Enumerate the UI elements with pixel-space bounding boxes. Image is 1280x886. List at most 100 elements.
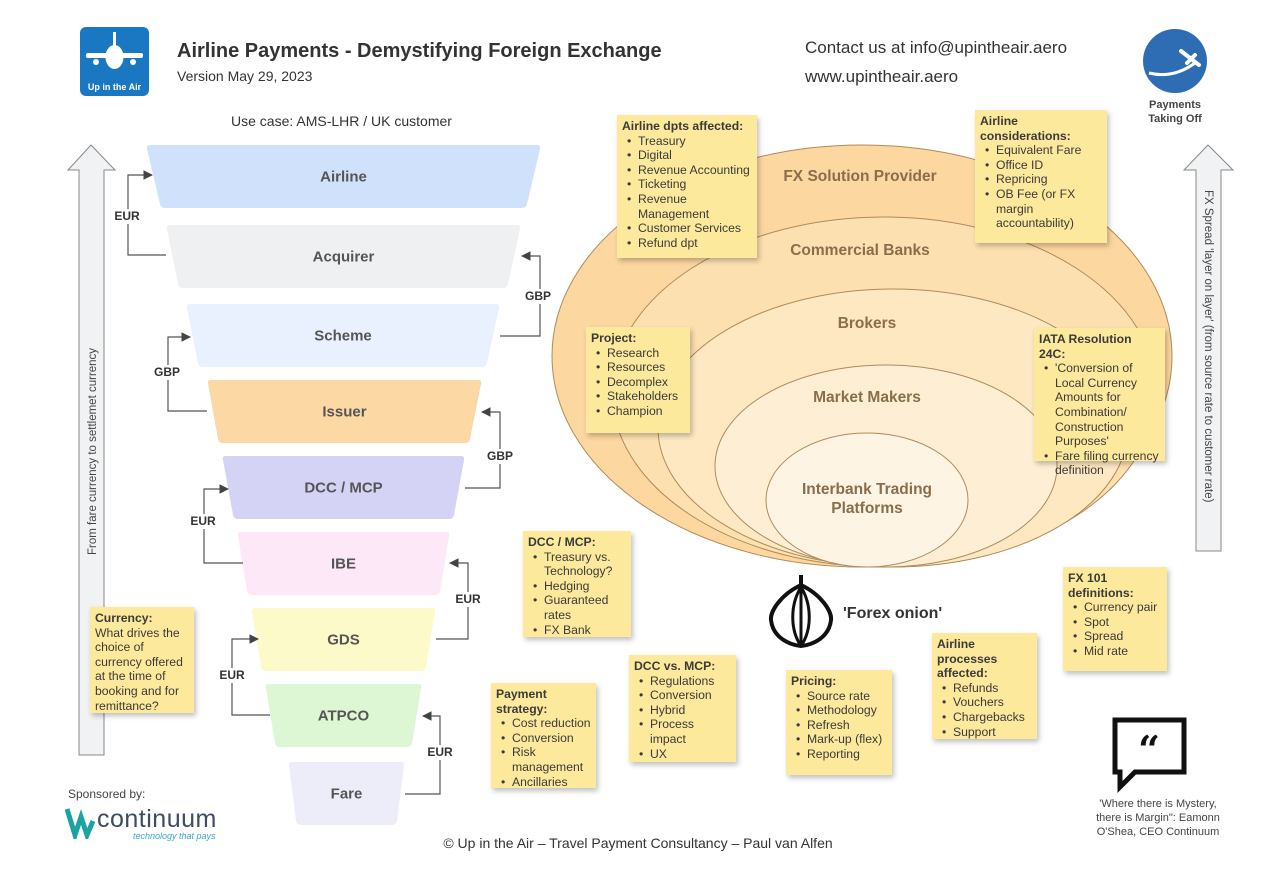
note-list-item: Office ID <box>980 158 1102 173</box>
note-list-item: Hedging <box>528 579 626 594</box>
note-list-item: Fare filing currency definition <box>1039 449 1160 478</box>
note-list-item: Repricing <box>980 172 1102 187</box>
sponsor-label: Sponsored by: <box>68 787 146 801</box>
funnel-label: GDS <box>327 632 360 649</box>
note-list-item: Guaranteed rates <box>528 593 626 622</box>
onion-layer-interbank-2: Platforms <box>831 500 903 517</box>
note-list-item: Revenue Management <box>622 192 752 221</box>
note-airline-dpts: Airline dpts affected:TreasuryDigitalRev… <box>617 115 757 258</box>
currency-label: GBP <box>154 365 180 379</box>
note-title: Airline processes affected: <box>937 637 998 681</box>
continuum-logo[interactable]: continuum technology that pays <box>65 805 225 845</box>
note-list-item: 'Conversion of Local Currency Amounts fo… <box>1039 361 1160 449</box>
note-airline-considerations: Airline considerations:Equivalent FareOf… <box>975 110 1107 243</box>
note-list-item: Resources <box>591 360 685 375</box>
funnel-shape <box>237 532 450 595</box>
currency-label: EUR <box>427 745 453 759</box>
note-list-item: Reporting <box>791 747 887 762</box>
note-list-item: Process impact <box>634 717 731 746</box>
note-list-item: Source rate <box>791 689 887 704</box>
funnel-stage-airline: Airline <box>146 145 541 208</box>
forex-onion <box>551 144 1173 568</box>
note-list-item: Vouchers <box>937 695 1032 710</box>
funnel-stage-issuer: Issuer <box>207 380 482 443</box>
note-list: RegulationsConversionHybridProcess impac… <box>634 674 731 762</box>
forex-onion-label: 'Forex onion' <box>843 605 942 622</box>
funnel-shape <box>222 456 465 519</box>
note-list-item: Equivalent Fare <box>980 143 1102 158</box>
left-arrow-label: From fare currency to settlemet currency <box>87 348 99 555</box>
note-title: IATA Resolution 24C: <box>1039 332 1132 361</box>
onion-layer-market-makers: Market Makers <box>813 389 921 406</box>
funnel-stage-ibe: IBE <box>237 532 450 595</box>
note-list: Cost reductionConversionRisk managementA… <box>496 716 591 789</box>
note-list-item: Refresh <box>791 718 887 733</box>
note-list-item: Revenue Accounting <box>622 163 752 178</box>
funnel-shape <box>288 762 405 825</box>
note-dcc-vs-mcp: DCC vs. MCP:RegulationsConversionHybridP… <box>629 655 736 762</box>
funnel-label: Fare <box>331 786 363 803</box>
note-list-item: Refunds <box>937 681 1032 696</box>
note-list: Source rateMethodologyRefreshMark-up (fl… <box>791 689 887 762</box>
note-list-item: Treasury <box>622 134 752 149</box>
onion-icon <box>768 575 834 649</box>
note-list-item: OB Fee (or FX margin accountability) <box>980 187 1102 231</box>
note-list-item: Conversion <box>496 731 591 746</box>
note-list-item: Stakeholders <box>591 389 685 404</box>
note-list-item: Chargebacks <box>937 710 1032 725</box>
note-list-item: Hybrid <box>634 703 731 718</box>
up-in-the-air-logo: Up in the Air <box>80 27 149 96</box>
svg-text:“: “ <box>1138 727 1160 772</box>
note-list-item: FX Bank <box>528 623 626 638</box>
use-case: Use case: AMS-LHR / UK customer <box>231 113 452 129</box>
page-title: Airline Payments - Demystifying Foreign … <box>177 40 662 62</box>
funnel-shape <box>265 684 422 747</box>
note-title: Project: <box>591 331 637 345</box>
funnel-stage-scheme: Scheme <box>186 304 500 367</box>
plane-takeoff-icon <box>1148 49 1201 77</box>
note-list-item: Support <box>937 725 1032 740</box>
currency-label: EUR <box>455 592 481 606</box>
funnel-stage-dcc-mcp: DCC / MCP <box>222 456 465 519</box>
note-list: Equivalent FareOffice IDRepricingOB Fee … <box>980 143 1102 231</box>
note-list-item: Spot <box>1068 615 1162 630</box>
note-list: 'Conversion of Local Currency Amounts fo… <box>1039 361 1160 478</box>
funnel-shape <box>186 304 500 367</box>
currency-label: EUR <box>114 209 140 223</box>
contact-email[interactable]: Contact us at info@upintheair.aero <box>805 38 1068 57</box>
note-title: DCC / MCP: <box>528 535 596 549</box>
note-project: Project:ResearchResourcesDecomplexStakeh… <box>586 327 690 433</box>
note-list-item: Currency pair <box>1068 600 1162 615</box>
note-title: Currency: <box>95 611 153 625</box>
sponsor-tagline: technology that pays <box>133 831 216 841</box>
onion-layer-fx-solution-provider: FX Solution Provider <box>783 168 936 185</box>
airplane-icon <box>86 32 143 69</box>
funnel-label: Scheme <box>314 328 372 345</box>
note-list-item: Methodology <box>791 703 887 718</box>
note-fx101: FX 101 definitions:Currency pairSpotSpre… <box>1063 567 1167 671</box>
right-progress-arrow <box>1182 144 1235 552</box>
note-pricing: Pricing:Source rateMethodologyRefreshMar… <box>786 670 892 775</box>
note-list: TreasuryDigitalRevenue AccountingTicketi… <box>622 134 752 251</box>
currency-question: What drives the choice of currency offer… <box>95 625 183 713</box>
funnel-shape <box>166 225 521 288</box>
continuum-mark-icon <box>65 808 95 839</box>
payments-taking-off-badge <box>1143 29 1207 93</box>
sponsor-name: continuum <box>97 805 217 833</box>
funnel-shape <box>207 380 482 443</box>
note-list-item: Risk management <box>496 745 591 774</box>
note-list-item: Regulations <box>634 674 731 689</box>
website-link[interactable]: www.upintheair.aero <box>805 67 959 86</box>
onion-layer-commercial-banks: Commercial Banks <box>790 242 930 259</box>
note-title: FX 101 definitions: <box>1068 571 1134 600</box>
currency-label: GBP <box>525 289 551 303</box>
note-list: Currency pairSpotSpreadMid rate <box>1068 600 1162 658</box>
note-list-item: Champion <box>591 404 685 419</box>
quote-icon: “ <box>1112 717 1187 794</box>
note-iata-resolution: IATA Resolution 24C:'Conversion of Local… <box>1034 328 1165 477</box>
onion-layer-interbank-1: Interbank Trading <box>802 481 932 498</box>
note-title: DCC vs. MCP: <box>634 659 716 673</box>
note-list-item: Mid rate <box>1068 644 1162 659</box>
